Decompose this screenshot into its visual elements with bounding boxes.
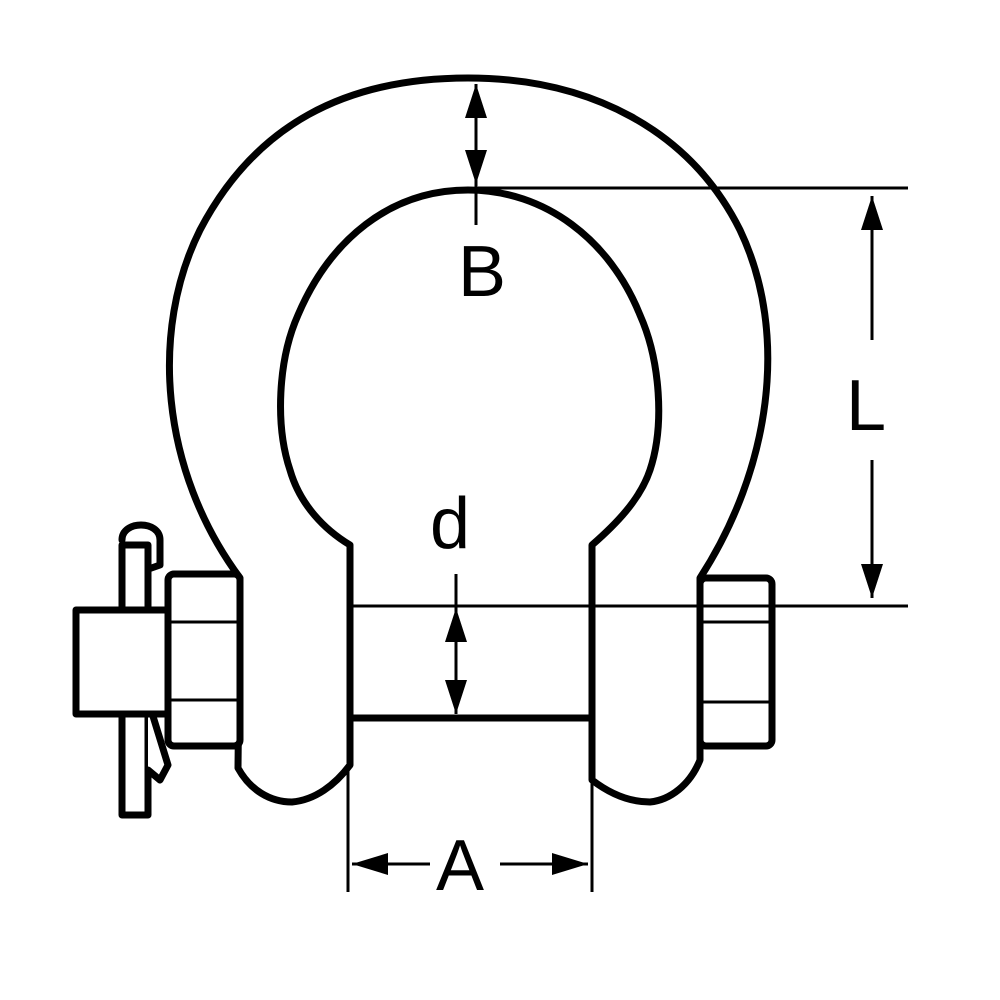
label-l: L <box>846 366 886 446</box>
dimension-d: d <box>430 484 470 714</box>
shackle-pin <box>346 604 596 722</box>
label-b: B <box>458 232 506 312</box>
dimension-b: B <box>458 84 506 312</box>
right-boss <box>696 574 776 750</box>
shackle-bow <box>165 74 772 806</box>
dimension-l: L <box>350 186 908 608</box>
label-d: d <box>430 484 470 564</box>
label-a: A <box>436 826 484 906</box>
dimension-a: A <box>346 770 594 906</box>
pin-head <box>72 606 174 718</box>
left-boss <box>164 570 244 750</box>
